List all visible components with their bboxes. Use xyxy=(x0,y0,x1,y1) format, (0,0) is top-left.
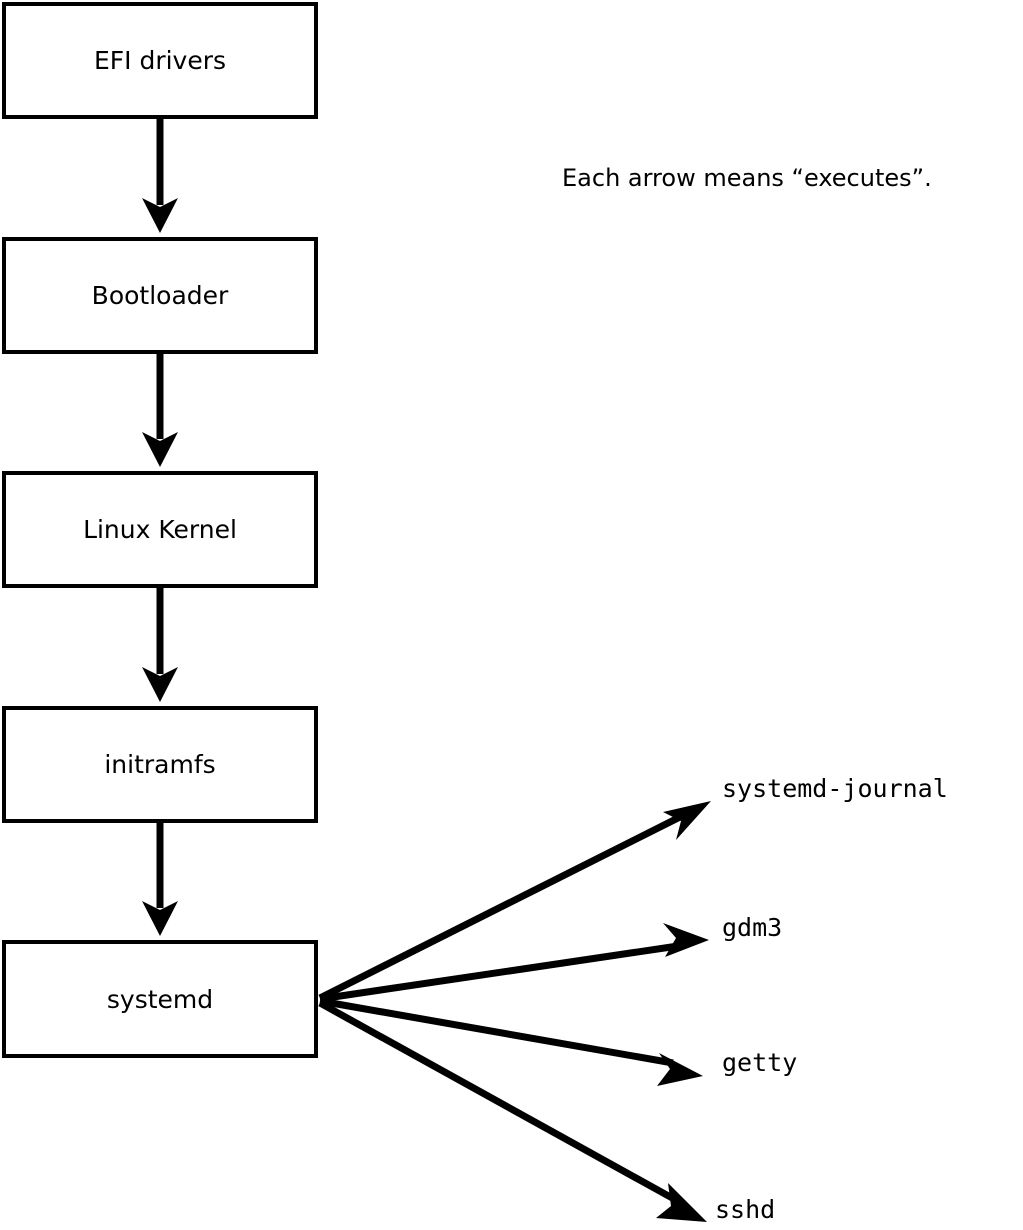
node-linux-kernel-label: Linux Kernel xyxy=(83,515,237,544)
arrow-systemd-to-gdm3 xyxy=(319,923,709,1003)
arrow-linux-kernel-to-initramfs xyxy=(142,588,178,702)
leaf-label-gdm3[interactable]: gdm3 xyxy=(722,913,783,942)
leaf-label-getty[interactable]: getty xyxy=(722,1048,798,1077)
leaf-label-systemd-journal[interactable]: systemd-journal xyxy=(722,774,948,803)
node-efi-drivers-label: EFI drivers xyxy=(93,46,227,75)
node-linux-kernel[interactable]: Linux Kernel xyxy=(2,471,318,588)
arrow-initramfs-to-systemd xyxy=(142,823,178,936)
node-systemd-label: systemd xyxy=(106,984,214,1014)
node-bootloader[interactable]: Bootloader xyxy=(2,237,318,354)
leaf-label-sshd[interactable]: sshd xyxy=(715,1195,776,1224)
arrow-systemd-to-sshd xyxy=(318,999,707,1222)
arrow-bootloader-to-linux-kernel xyxy=(142,353,178,467)
node-initramfs-label: initramfs xyxy=(104,750,216,779)
arrow-systemd-to-systemd-journal xyxy=(318,801,711,1002)
node-systemd[interactable]: systemd xyxy=(2,940,318,1058)
node-bootloader-label: Bootloader xyxy=(91,281,229,310)
arrow-efi-drivers-to-bootloader xyxy=(142,118,178,233)
node-efi-drivers[interactable]: EFI drivers xyxy=(2,2,318,119)
arrow-systemd-to-getty xyxy=(319,997,703,1086)
legend-caption: Each arrow means “executes”. xyxy=(562,164,932,192)
node-initramfs[interactable]: initramfs xyxy=(2,706,318,823)
